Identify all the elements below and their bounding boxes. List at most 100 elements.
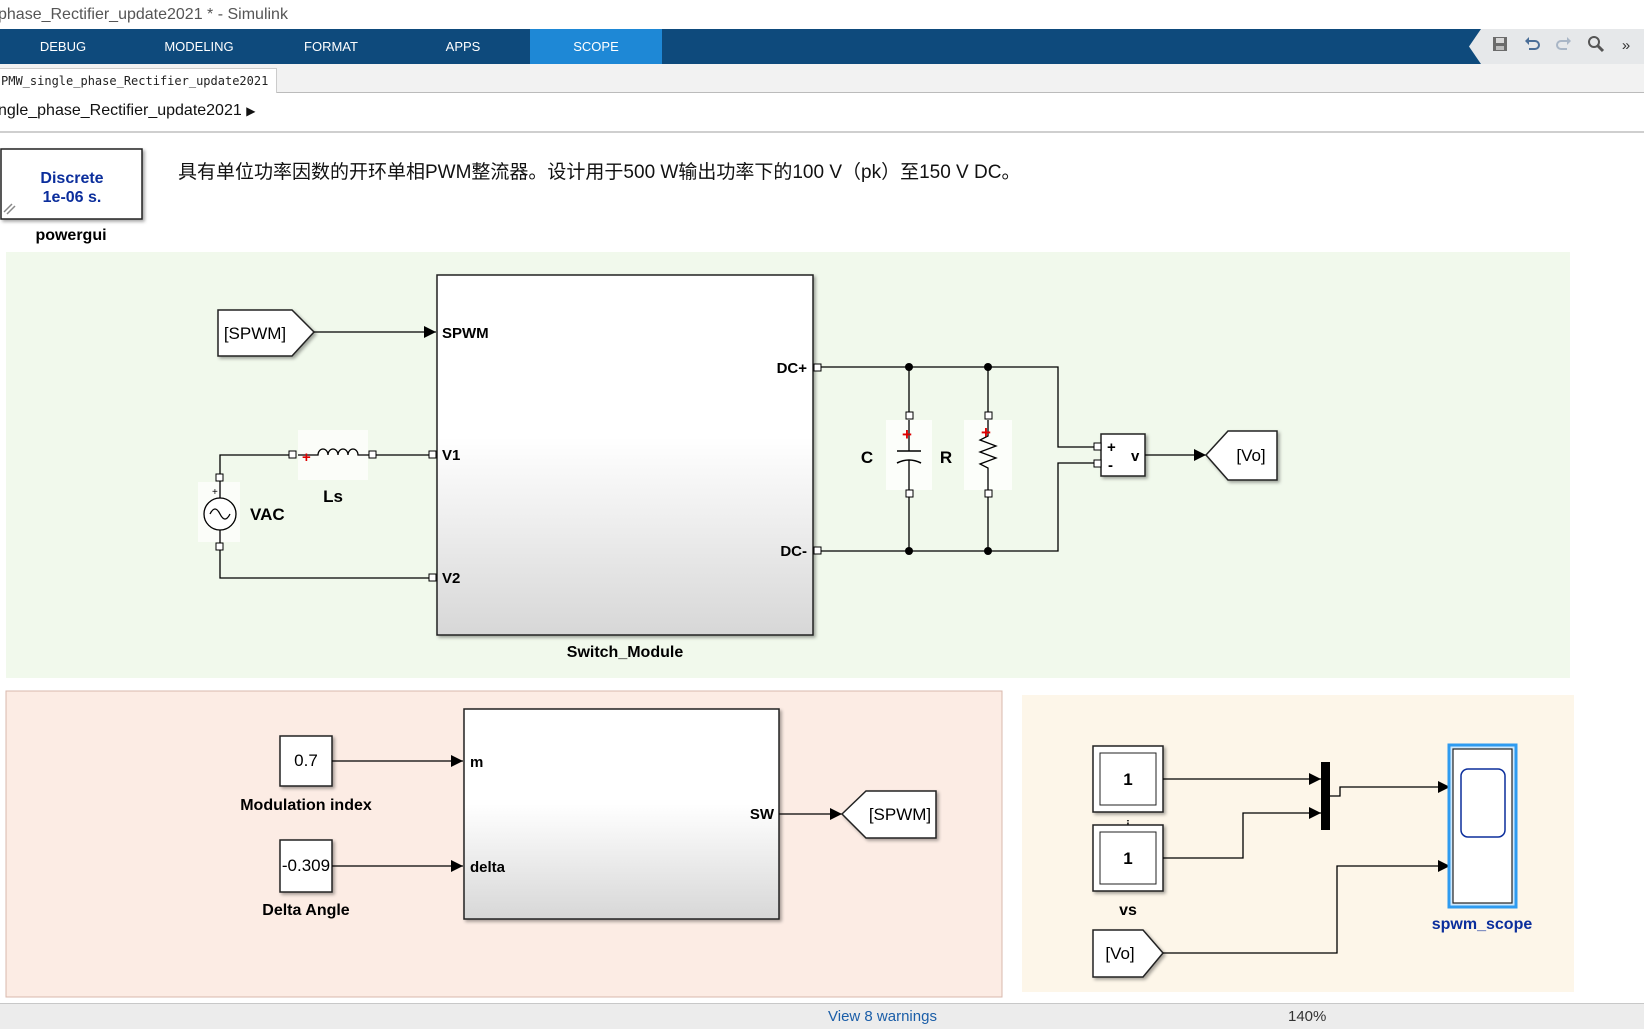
zoom-level: 140%	[1288, 1008, 1327, 1025]
vm-minus: -	[1108, 457, 1113, 474]
port-dc-minus: DC-	[780, 543, 807, 560]
junction-dot	[984, 363, 992, 371]
port-connector[interactable]	[428, 450, 437, 459]
redo-icon[interactable]	[1553, 35, 1575, 57]
from-vo-label: [Vo]	[1105, 944, 1134, 963]
resistor-block[interactable]: +	[964, 420, 1012, 490]
powergui-block[interactable]: Discrete 1e-06 s.	[0, 148, 143, 220]
modulation-index-constant[interactable]: 0.7	[279, 735, 333, 787]
model-annotation[interactable]: 具有单位功率因数的开环单相PWM整流器。设计用于500 W输出功率下的100 V…	[178, 161, 1020, 183]
breadcrumb: ngle_phase_Rectifier_update2021 ▶	[0, 93, 1644, 133]
signal-line	[1163, 807, 1321, 859]
modulation-index-value: 0.7	[294, 751, 318, 770]
ac-source-block[interactable]: +	[198, 480, 240, 544]
capacitor-polarity: +	[902, 425, 912, 444]
breadcrumb-label: ngle_phase_Rectifier_update2021	[0, 102, 242, 119]
port-connector[interactable]	[288, 450, 297, 459]
capacitor-label: C	[861, 448, 873, 467]
source-polarity: +	[212, 487, 218, 498]
link-icon	[3, 203, 16, 215]
tab-format[interactable]: FORMAT	[304, 39, 358, 54]
more-icon[interactable]: »	[1621, 37, 1631, 54]
scope-screen-icon	[1460, 768, 1506, 838]
signal-line	[1330, 781, 1450, 797]
inductor-label: Ls	[323, 487, 343, 506]
quick-access-toolbar: »	[1469, 29, 1644, 64]
constant-vs-value: 1	[1123, 849, 1132, 868]
switch-module-block[interactable]: SPWM V1 V2 DC+ DC-	[436, 274, 814, 636]
wire	[219, 550, 429, 579]
chevron-right-icon: ▶	[246, 104, 256, 118]
goto-spwm-tag[interactable]: [SPWM]	[840, 790, 937, 839]
view-warnings-link[interactable]: View 8 warnings	[828, 1008, 937, 1025]
undo-icon[interactable]	[1521, 35, 1543, 57]
port-connector[interactable]	[215, 473, 224, 482]
delta-angle-value: -0.309	[282, 856, 330, 875]
goto-vo-tag[interactable]: [Vo]	[1204, 430, 1278, 481]
vm-out: v	[1131, 448, 1140, 465]
search-icon[interactable]	[1585, 35, 1607, 57]
window-title: phase_Rectifier_update2021 * - Simulink	[0, 6, 288, 23]
port-connector[interactable]	[813, 546, 822, 555]
from-spwm-label: [SPWM]	[224, 324, 286, 343]
tab-apps[interactable]: APPS	[445, 39, 481, 54]
port-connector[interactable]	[428, 573, 437, 582]
junction-dot	[984, 547, 992, 555]
port-connector[interactable]	[905, 411, 914, 420]
inductor-polarity: +	[302, 449, 311, 466]
from-spwm-tag[interactable]: [SPWM]	[217, 309, 316, 357]
window-title-bar: phase_Rectifier_update2021 * - Simulink	[0, 0, 1644, 29]
model-tab-strip: PMW_single_phase_Rectifier_update2021	[0, 64, 1644, 93]
port-connector[interactable]	[215, 542, 224, 551]
sine-wave-icon	[209, 508, 231, 520]
tab-scope[interactable]: SCOPE	[530, 29, 662, 64]
spwm-generator-subsystem[interactable]: m delta SW	[463, 708, 780, 920]
port-connector[interactable]	[984, 489, 993, 498]
ribbon-tab-bar: DEBUG MODELING FORMAT APPS SCOPE »	[0, 29, 1644, 64]
junction-dot	[905, 547, 913, 555]
delta-angle-constant[interactable]: -0.309	[279, 839, 333, 893]
port-connector[interactable]	[1093, 442, 1102, 451]
signal-line	[1163, 860, 1450, 954]
port-dc-plus: DC+	[777, 360, 808, 377]
modulation-index-label: Modulation index	[240, 797, 372, 814]
spwm-scope-block[interactable]	[1447, 743, 1518, 909]
port-connector[interactable]	[368, 450, 377, 459]
goto-vo-label: [Vo]	[1236, 446, 1265, 465]
port-spwm: SPWM	[442, 325, 489, 342]
port-m: m	[470, 754, 483, 771]
mux-block[interactable]	[1321, 762, 1330, 830]
constant-vs-label: vs	[1119, 902, 1137, 919]
constant-vs-block[interactable]: 1	[1092, 824, 1164, 892]
port-connector[interactable]	[1093, 459, 1102, 468]
breadcrumb-path[interactable]: ngle_phase_Rectifier_update2021 ▶	[0, 93, 255, 129]
port-delta: delta	[470, 859, 506, 876]
constant-i-block[interactable]: 1	[1092, 745, 1164, 813]
save-icon[interactable]	[1489, 35, 1511, 57]
powergui-label: powergui	[35, 227, 106, 244]
delta-angle-label: Delta Angle	[262, 902, 350, 919]
port-v2: V2	[442, 570, 460, 587]
vm-plus: +	[1107, 439, 1116, 456]
model-tab[interactable]: PMW_single_phase_Rectifier_update2021	[0, 68, 278, 93]
port-connector[interactable]	[984, 411, 993, 420]
tab-debug[interactable]: DEBUG	[39, 39, 87, 54]
wire	[821, 462, 1096, 552]
tab-modeling[interactable]: MODELING	[164, 39, 234, 54]
ac-source-label: VAC	[250, 505, 285, 524]
capacitor-block[interactable]: +	[886, 420, 932, 490]
status-bar: View 8 warnings 140%	[0, 1003, 1644, 1029]
model-canvas[interactable]: Discrete 1e-06 s. powergui 具有单位功率因数的开环单相…	[0, 133, 1644, 1003]
port-connector[interactable]	[813, 363, 822, 372]
port-connector[interactable]	[905, 489, 914, 498]
inductor-block[interactable]: +	[298, 430, 372, 480]
port-v1: V1	[442, 447, 460, 464]
wire	[821, 366, 1096, 448]
spwm-scope-label: spwm_scope	[1432, 916, 1533, 933]
voltage-measurement-block[interactable]: + - v	[1100, 433, 1146, 477]
resistor-polarity: +	[981, 423, 991, 442]
port-sw: SW	[750, 806, 775, 823]
wire	[219, 454, 289, 474]
junction-dot	[905, 363, 913, 371]
from-vo-tag[interactable]: [Vo]	[1092, 929, 1164, 978]
